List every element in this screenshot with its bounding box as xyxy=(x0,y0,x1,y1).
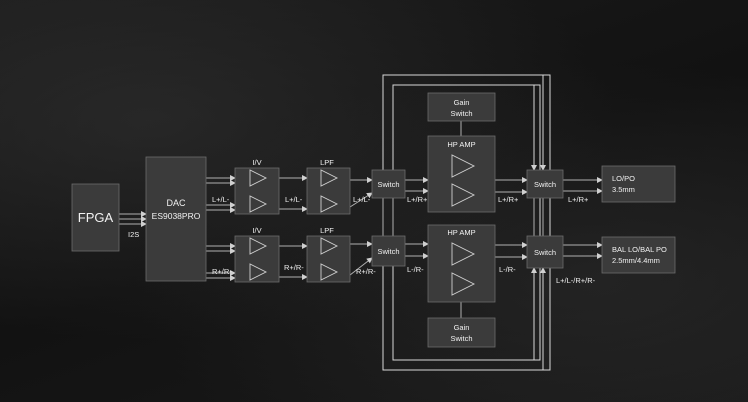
gain-switch-label: Gain xyxy=(454,98,470,107)
signal-label: R+/R- xyxy=(356,267,376,276)
opamp-icon xyxy=(451,242,476,266)
switch-label: Switch xyxy=(377,247,399,256)
iv-label-top: I/V xyxy=(252,158,261,167)
switch-label: Switch xyxy=(534,180,556,189)
switch-block-left-bottom: Switch xyxy=(371,235,406,267)
output-bal-size: 2.5mm/4.4mm xyxy=(612,256,660,265)
signal-label: L-/R- xyxy=(499,265,516,274)
opamp-icon xyxy=(320,263,339,281)
opamp-icon xyxy=(451,272,476,296)
signal-label: L+/L- xyxy=(353,195,371,204)
gain-switch-top: Gain Switch xyxy=(427,92,496,122)
signal-label: L-/R- xyxy=(407,265,424,274)
opamp-icon xyxy=(320,169,339,187)
switch-block-right-bottom: Switch xyxy=(526,235,564,269)
i2s-label: I2S xyxy=(128,230,139,239)
opamp-icon xyxy=(320,195,339,213)
fpga-block: FPGA xyxy=(71,183,120,252)
opamp-icon xyxy=(451,154,476,178)
output-lo-po-size: 3.5mm xyxy=(612,185,635,194)
gain-switch-bottom: Gain Switch xyxy=(427,317,496,348)
output-block-lo-po: LO/PO 3.5mm xyxy=(601,165,676,203)
hp-amp-block-top: HP AMP xyxy=(427,135,496,213)
signal-label: R+/R- xyxy=(212,267,232,276)
gain-switch-label: Gain xyxy=(454,323,470,332)
hp-amp-label: HP AMP xyxy=(447,228,475,237)
fpga-label: FPGA xyxy=(78,210,114,225)
output-lo-po-label: LO/PO xyxy=(612,174,635,183)
lpf-block-bottom xyxy=(306,235,351,283)
lpf-block-top xyxy=(306,167,351,215)
gain-switch-label: Switch xyxy=(450,109,472,118)
signal-label: L+/R+ xyxy=(407,195,428,204)
output-block-bal: BAL LO/BAL PO 2.5mm/4.4mm xyxy=(601,236,676,274)
control-loop-frames xyxy=(382,74,551,371)
switch-block-right-top: Switch xyxy=(526,169,564,199)
opamp-icon xyxy=(249,169,268,187)
signal-label: R+/R- xyxy=(284,263,304,272)
opamp-icon xyxy=(249,263,268,281)
opamp-icon xyxy=(451,183,476,207)
hp-amp-block-bottom: HP AMP xyxy=(427,224,496,303)
switch-block-left-top: Switch xyxy=(371,169,406,199)
output-bal-label: BAL LO/BAL PO xyxy=(612,245,667,254)
signal-label: L+/L- xyxy=(285,195,303,204)
switch-label: Switch xyxy=(534,248,556,257)
dac-label: DAC xyxy=(166,198,186,208)
lpf-label-top: LPF xyxy=(320,158,334,167)
dac-model-label: ES9038PRO xyxy=(152,211,201,221)
opamp-icon xyxy=(249,237,268,255)
hp-amp-label: HP AMP xyxy=(447,140,475,149)
lpf-label-bottom: LPF xyxy=(320,226,334,235)
gain-switch-label: Switch xyxy=(450,334,472,343)
dac-block: DAC ES9038PRO xyxy=(145,156,207,282)
signal-wires xyxy=(119,121,603,318)
signal-label: L+/L- xyxy=(212,195,230,204)
signal-label: L+/R+ xyxy=(498,195,519,204)
switch-label: Switch xyxy=(377,180,399,189)
signal-labels: L+/L- L+/L- L+/L- L+/R+ L+/R+ L+/R+ R+/R… xyxy=(212,195,596,285)
iv-block-top xyxy=(234,167,280,215)
iv-label-bottom: I/V xyxy=(252,226,261,235)
iv-block-bottom xyxy=(234,235,280,283)
signal-label: L+/R+ xyxy=(568,195,589,204)
opamp-icon xyxy=(320,237,339,255)
opamp-icon xyxy=(249,195,268,213)
signal-label: L+/L-/R+/R- xyxy=(556,276,596,285)
